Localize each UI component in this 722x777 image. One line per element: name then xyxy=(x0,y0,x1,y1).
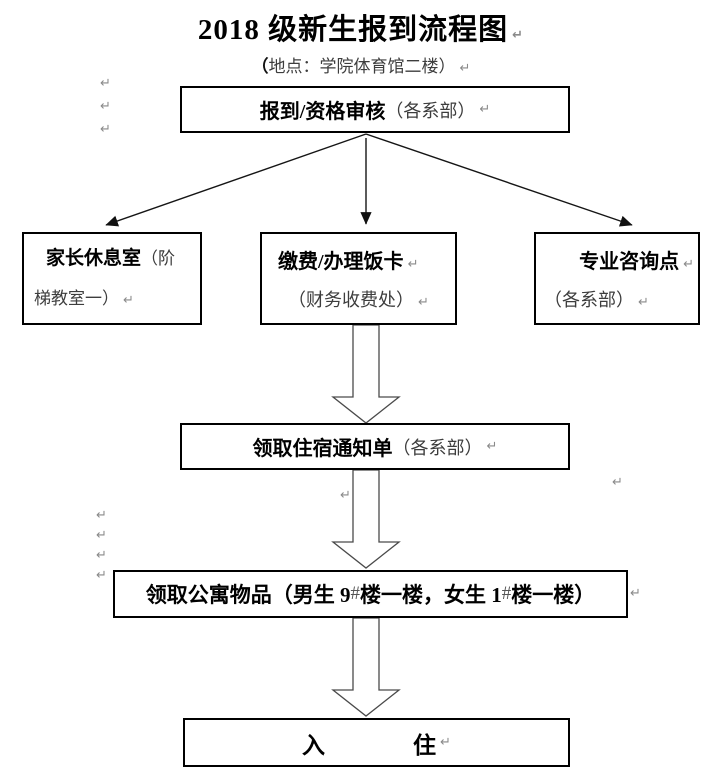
paragraph-mark-icon: ↵ xyxy=(440,735,451,750)
register-review-label: 报到/资格审核 xyxy=(259,101,386,123)
block-arrow-down-1 xyxy=(331,324,401,424)
paragraph-mark-icon: ↵ xyxy=(96,568,107,583)
block-arrow-down-3 xyxy=(331,617,401,717)
apartment-items-box: 领取公寓物品（男生 9#楼一楼，女生 1#楼一楼） xyxy=(113,570,628,618)
paragraph-mark-icon: ↵ xyxy=(96,548,107,563)
parents-lounge-note: （阶梯教室一） xyxy=(34,249,176,308)
major-consult-row: 专业咨询点↵ xyxy=(536,245,698,274)
apartment-items-label-2: 楼一楼，女生 1 xyxy=(360,583,502,607)
paragraph-mark-icon: ↵ xyxy=(638,294,649,310)
accommodation-notice-box: 领取住宿通知单（各系部）↵ xyxy=(180,423,570,470)
paragraph-mark-icon: ↵ xyxy=(123,293,134,308)
arrow-to-consult xyxy=(365,133,633,227)
major-consult-note: （各系部） xyxy=(544,289,634,310)
payment-mealcard-row: 缴费/办理饭卡↵ xyxy=(262,245,455,274)
paragraph-mark-icon: ↵ xyxy=(418,294,429,310)
accommodation-notice-note: （各系部） xyxy=(392,437,483,458)
accommodation-notice-label: 领取住宿通知单 xyxy=(252,438,393,460)
check-in-box: 入 住↵ xyxy=(183,718,570,767)
parents-lounge-label: 家长休息室 xyxy=(46,248,142,269)
major-consult-note-row: （各系部）↵ xyxy=(536,286,698,312)
major-consult-box: 专业咨询点↵ （各系部）↵ xyxy=(534,232,700,325)
apartment-items-label-1: 领取公寓物品（男生 9 xyxy=(145,583,351,607)
paragraph-mark-icon: ↵ xyxy=(407,257,419,273)
check-in-char-2: 住 xyxy=(413,732,437,758)
paragraph-mark-icon: ↵ xyxy=(100,76,111,91)
paragraph-mark-icon: ↵ xyxy=(486,439,498,454)
block-arrows xyxy=(331,324,401,717)
check-in-char-1: 入 xyxy=(302,732,326,758)
register-review-box: 报到/资格审核（各系部）↵ xyxy=(180,86,570,133)
hash-sign: # xyxy=(350,583,361,604)
page-title: 2018 级新生报到流程图↵ xyxy=(0,6,722,48)
major-consult-label: 专业咨询点 xyxy=(579,251,680,274)
paragraph-mark-icon: ↵ xyxy=(630,586,641,601)
paragraph-mark-icon: ↵ xyxy=(683,257,694,273)
page-subtitle: （地点：学院体育馆二楼）↵ xyxy=(0,52,722,77)
paragraph-mark-icon: ↵ xyxy=(96,508,107,523)
paragraph-mark-icon: ↵ xyxy=(512,28,525,43)
parents-lounge-box: 家长休息室（阶梯教室一）↵ xyxy=(22,232,202,325)
payment-location-row: （财务收费处）↵ xyxy=(262,286,455,312)
subtitle-text: 地点：学院体育馆二楼） xyxy=(268,57,456,76)
paragraph-mark-icon: ↵ xyxy=(100,122,111,137)
paragraph-mark-icon: ↵ xyxy=(96,528,107,543)
paragraph-mark-icon: ↵ xyxy=(340,488,351,503)
payment-mealcard-box: 缴费/办理饭卡↵ （财务收费处）↵ xyxy=(260,232,457,325)
arrow-to-parents xyxy=(105,133,367,227)
apartment-items-label-3: 楼一楼） xyxy=(511,583,596,607)
payment-location-note: （财务收费处） xyxy=(288,289,415,310)
paragraph-mark-icon: ↵ xyxy=(459,61,471,76)
paragraph-mark-icon: ↵ xyxy=(612,475,623,490)
register-review-note: （各系部） xyxy=(385,100,476,121)
block-arrow-down-2 xyxy=(331,469,401,569)
fan-arrows xyxy=(105,133,633,227)
hash-sign: # xyxy=(501,583,512,604)
payment-mealcard-label: 缴费/办理饭卡 xyxy=(278,251,404,274)
paragraph-mark-icon: ↵ xyxy=(479,102,491,117)
subtitle-open-paren: （ xyxy=(251,57,269,76)
page-title-text: 2018 级新生报到流程图 xyxy=(197,14,509,46)
paragraph-mark-icon: ↵ xyxy=(100,99,111,114)
